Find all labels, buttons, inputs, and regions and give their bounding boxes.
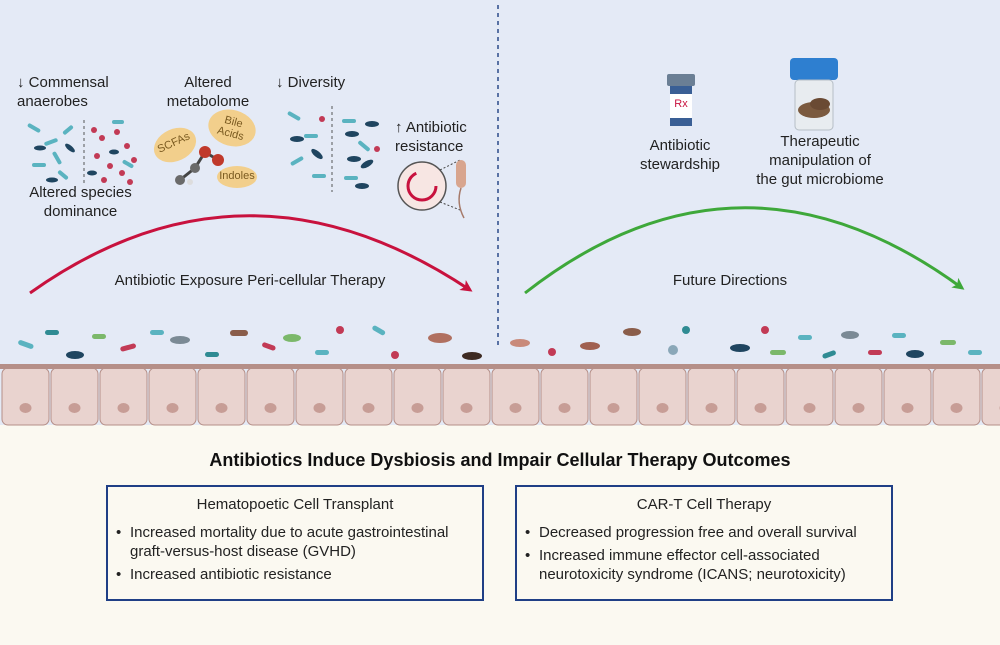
epithelial-cell (246, 367, 295, 426)
epithelial-cell (148, 367, 197, 426)
cell-nucleus (656, 403, 669, 413)
list-item: Increased antibiotic resistance (116, 565, 482, 584)
hct-box: Hematopoetic Cell Transplant Increased m… (106, 485, 484, 601)
epithelial-cell (442, 367, 491, 426)
cell-nucleus (411, 403, 424, 413)
epithelial-cell (491, 367, 540, 426)
epithelium (0, 364, 1000, 426)
cell-nucleus (264, 403, 277, 413)
manipulation-label: Therapeutic manipulation of the gut micr… (756, 133, 884, 188)
cell-nucleus (117, 403, 130, 413)
future-directions-label: Future Directions (672, 272, 788, 289)
epithelial-cell (687, 367, 736, 426)
cell-nucleus (68, 403, 81, 413)
main-title: Antibiotics Induce Dysbiosis and Impair … (209, 450, 791, 470)
cell-nucleus (754, 403, 767, 413)
epithelial-cell (50, 367, 99, 426)
cell-nucleus (803, 403, 816, 413)
cell-nucleus (901, 403, 914, 413)
epithelial-cell (834, 367, 883, 426)
list-item: Increased immune effector cell-associate… (525, 546, 891, 584)
cell-nucleus (558, 403, 571, 413)
metabolome-graphic (153, 109, 257, 188)
lumen-microbes (18, 325, 982, 360)
epithelial-cell (736, 367, 785, 426)
cell-nucleus (19, 403, 32, 413)
stewardship-label: Antibiotic stewardship (639, 137, 721, 173)
cart-title: CAR-T Cell Therapy (636, 496, 772, 513)
cart-list: Decreased progression free and overall s… (517, 523, 891, 584)
epithelial-cell (883, 367, 932, 426)
cell-nucleus (166, 403, 179, 413)
cart-box: CAR-T Cell Therapy Decreased progression… (515, 485, 893, 601)
epithelial-cell (540, 367, 589, 426)
epithelial-cell (932, 367, 981, 426)
cell-nucleus (705, 403, 718, 413)
hct-list: Increased mortality due to acute gastroi… (108, 523, 482, 584)
cell-nucleus (215, 403, 228, 413)
diversity-label: ↓ Diversity (276, 74, 346, 91)
microbe-cluster-left (22, 118, 142, 188)
exposure-arrow-label: Antibiotic Exposure Peri-cellular Therap… (114, 272, 386, 289)
cell-nucleus (313, 403, 326, 413)
epithelial-cell (638, 367, 687, 426)
cell-nucleus (607, 403, 620, 413)
resistance-graphic (397, 159, 466, 219)
hct-title: Hematopoetic Cell Transplant (196, 496, 394, 513)
pill-bottle-icon (667, 74, 695, 126)
cell-nucleus (362, 403, 375, 413)
resistance-label: ↑ Antibiotic resistance (395, 119, 467, 155)
stool-jar-icon (790, 58, 838, 131)
species-dominance-label: Altered species dominance (29, 184, 132, 220)
rx-label: Rx (674, 98, 688, 110)
indoles-label: Indoles (219, 170, 255, 182)
epithelial-cell (295, 367, 344, 426)
list-item: Decreased progression free and overall s… (525, 523, 891, 542)
cell-nucleus (852, 403, 865, 413)
epithelial-cell (1, 367, 50, 426)
cell-nucleus (950, 403, 963, 413)
epithelial-cell (393, 367, 442, 426)
commensal-label: ↓ Commensal anaerobes (17, 74, 109, 110)
molecule-icon (175, 146, 224, 185)
brush-border (0, 364, 1000, 369)
epithelial-cell (785, 367, 834, 426)
metabolome-label: Altered metabolome (166, 74, 250, 110)
microbe-cluster-diversity (287, 106, 380, 192)
red-arrow (29, 214, 473, 295)
green-arrow (524, 206, 965, 295)
epithelial-cell (589, 367, 638, 426)
epithelial-cell (981, 367, 1000, 426)
epithelial-cell (99, 367, 148, 426)
list-item: Increased mortality due to acute gastroi… (116, 523, 482, 561)
epithelial-cell (197, 367, 246, 426)
cell-nucleus (509, 403, 522, 413)
cell-nucleus (460, 403, 473, 413)
epithelial-cell (344, 367, 393, 426)
